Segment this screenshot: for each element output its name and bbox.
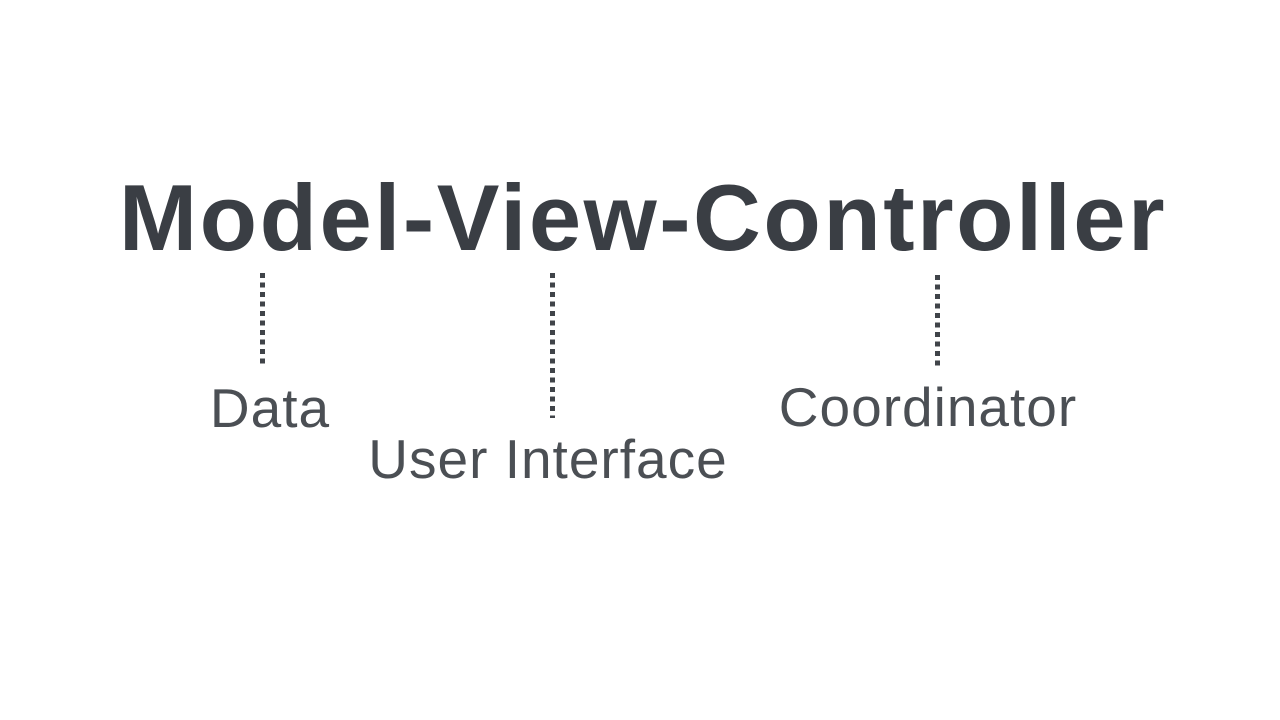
page-title: Model-View-Controller (118, 165, 1168, 270)
dotted-connector-view (550, 273, 555, 418)
annotation-label-view-user-interface: User Interface (368, 428, 728, 490)
dotted-connector-controller (935, 275, 940, 369)
annotation-label-model-data: Data (209, 377, 331, 439)
annotation-label-controller-coordinator: Coordinator (778, 376, 1078, 438)
dotted-connector-model (260, 273, 265, 368)
